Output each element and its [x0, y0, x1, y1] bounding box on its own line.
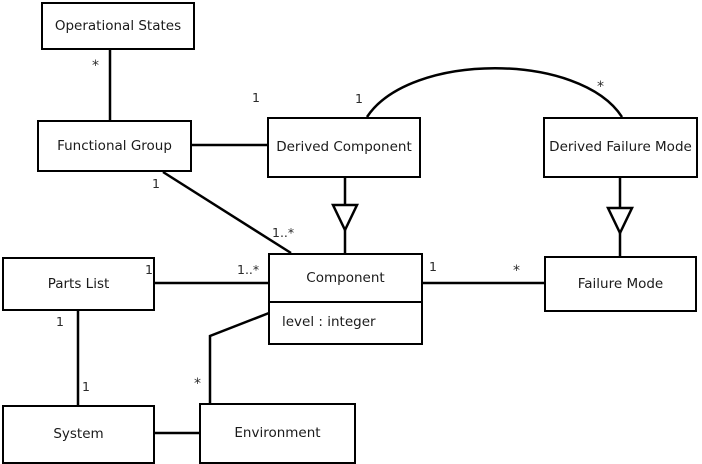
multiplicity-component-failure-mode-near: 1 [429, 259, 437, 274]
class-attribute-level: level : integer [282, 314, 376, 331]
multiplicity-derived-component-curve: 1 [355, 91, 363, 106]
class-name-failure-mode: Failure Mode [577, 275, 664, 292]
multiplicity-parts-list-system-far: 1 [82, 379, 90, 394]
multiplicity-functional-group-component-near: 1 [152, 176, 160, 191]
multiplicity-parts-list-component-near: 1 [145, 262, 153, 277]
class-box-derived-failure-mode[interactable]: Derived Failure Mode [543, 117, 698, 178]
class-box-derived-component[interactable]: Derived Component [267, 117, 421, 178]
multiplicity-functional-group-derived-component: 1 [252, 90, 260, 105]
multiplicity-operational-states-functional-group: * [92, 58, 99, 74]
multiplicity-parts-list-system-near: 1 [56, 314, 64, 329]
class-box-functional-group[interactable]: Functional Group [37, 120, 192, 172]
class-name-system: System [53, 426, 104, 443]
edge-derived-component-to-derived-failure-mode [365, 67, 624, 118]
edge-environment-to-component [208, 311, 270, 403]
class-name-component: Component [306, 269, 385, 286]
multiplicity-functional-group-component-far: 1..* [272, 225, 295, 240]
class-box-parts-list[interactable]: Parts List [2, 257, 155, 311]
edge-functional-group-to-component [162, 170, 292, 255]
multiplicity-environment-component: * [194, 376, 201, 392]
class-box-component[interactable]: Component level : integer [268, 253, 423, 345]
multiplicity-parts-list-component-far: 1..* [237, 262, 260, 277]
class-name-parts-list: Parts List [47, 275, 110, 292]
multiplicity-component-failure-mode-far: * [513, 263, 520, 279]
generalization-triangle-component [331, 203, 359, 233]
class-attributes-component: level : integer [270, 301, 421, 343]
multiplicity-derived-failure-mode-curve: * [597, 79, 604, 95]
class-name-functional-group: Functional Group [57, 137, 172, 154]
class-box-environment[interactable]: Environment [199, 403, 356, 464]
class-name-environment: Environment [234, 425, 321, 442]
class-name-derived-component: Derived Component [276, 139, 412, 156]
class-box-system[interactable]: System [2, 405, 155, 464]
class-name-operational-states: Operational States [54, 17, 182, 34]
class-box-operational-states[interactable]: Operational States [41, 2, 195, 50]
class-name-derived-failure-mode: Derived Failure Mode [549, 139, 692, 156]
class-box-failure-mode[interactable]: Failure Mode [544, 256, 697, 312]
generalization-triangle-failure-mode [606, 206, 634, 236]
